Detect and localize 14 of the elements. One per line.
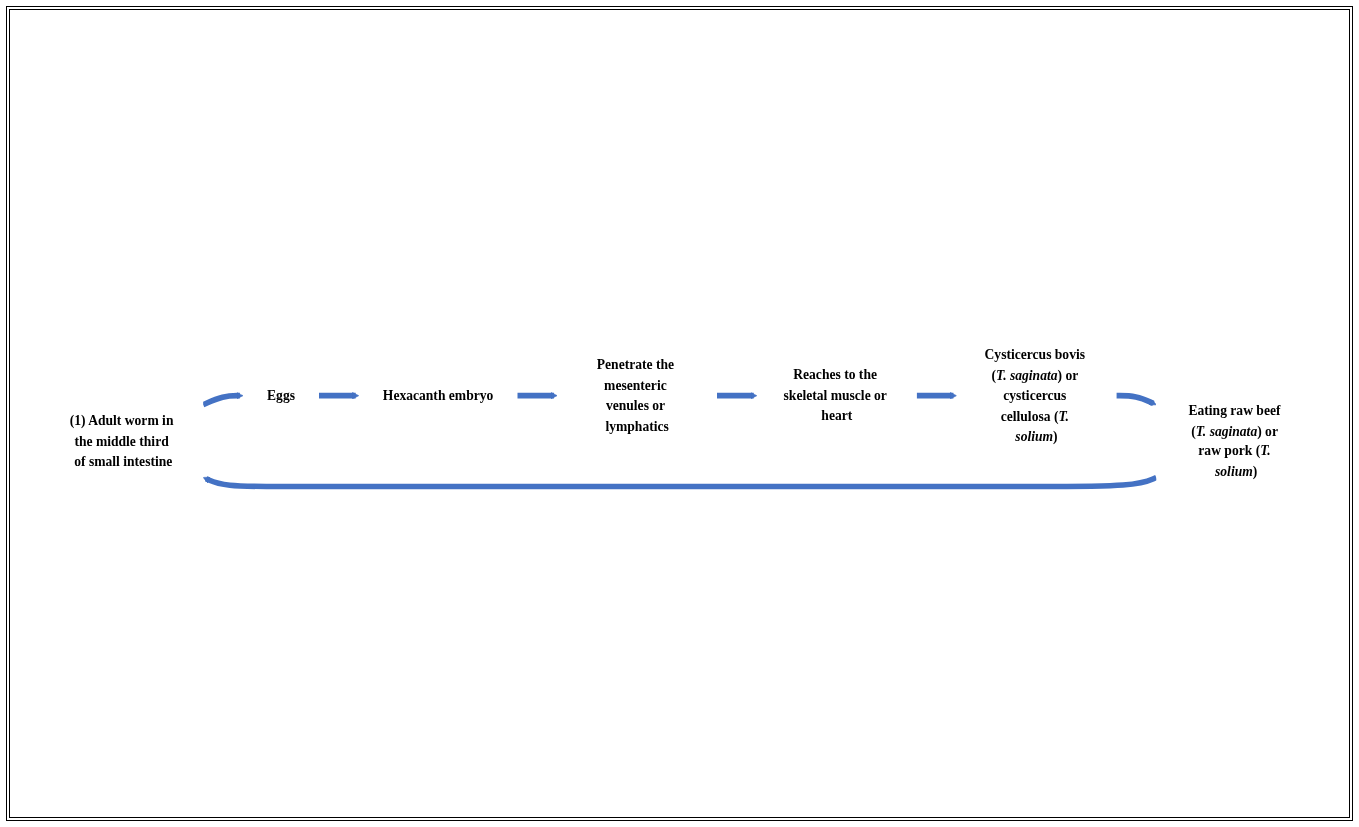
- node-text: (1) Adult worm in the middle third of small intestine: [69, 413, 174, 470]
- arrow: [202, 475, 1158, 490]
- node-text: Cysticercus bovis (T. saginata) or cysticercus cellulosa (T. solium): [984, 347, 1085, 444]
- arrow: [318, 392, 359, 400]
- node-text: Reaches to the skeletal muscle or heart: [783, 367, 887, 424]
- node-text: Hexacanth embryo: [382, 388, 494, 404]
- arrow: [716, 392, 757, 400]
- arrow: [1116, 393, 1157, 407]
- arrow: [916, 392, 957, 400]
- arrow: [201, 392, 244, 408]
- node-text: Penetrate the mesenteric venules or lymphatics: [596, 357, 674, 434]
- arrow: [517, 392, 558, 400]
- node-text: Eating raw beef (T. saginata) or raw pork (T. solium): [1188, 402, 1281, 480]
- node-text: Eggs: [266, 388, 295, 404]
